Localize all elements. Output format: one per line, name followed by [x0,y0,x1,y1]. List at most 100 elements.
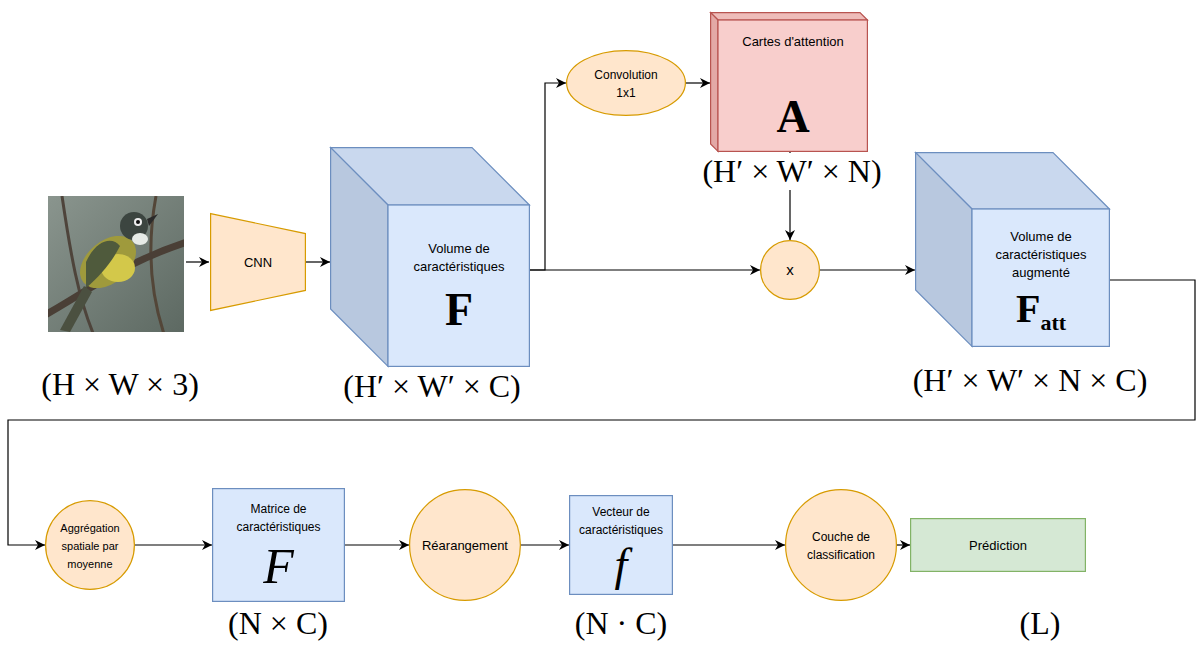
connector-layer [8,83,1195,545]
bird-eye-ring [134,218,142,226]
node-text: Matrice de caractéristiques [236,502,320,534]
ellipse-outline [410,490,521,601]
prediction-box: Prédiction [910,518,1086,572]
photo-background [48,196,184,332]
aggregation-circle: Aggrégation spatiale par moyenne [45,500,135,590]
node-text: F [445,284,473,335]
cube-front-face [972,209,1109,346]
node-outline [566,50,686,116]
classification-circle: Couche de classification [785,489,897,601]
photo-branch [48,238,184,318]
node-face: Vecteur de caractéristiques f [569,495,673,595]
text-line: CNN [244,253,272,271]
connector [686,82,710,83]
cube-side-face [331,148,388,367]
input-arrow [186,261,209,262]
text-line: Aggrégation spatiale par moyenne [56,518,124,572]
node-text: f [615,539,628,590]
node-face: Aggrégation spatiale par moyenne [52,511,128,579]
node-text: F [263,538,294,594]
node-text: Cartes d'attention [742,34,844,49]
bird-tail [60,286,92,332]
text-line: F [445,287,473,333]
text-line: Volume de caractéristiques augmenté [984,227,1098,282]
dimension-label: (N · C) [572,605,670,642]
feature-volume-cube: Volume de caractéristiquesF [330,147,530,367]
node-outline [330,147,530,367]
node-face: Prédiction [910,518,1086,572]
node-text: x [786,261,794,278]
dimension-label: (H′ × W′ × N) [699,153,884,190]
connector [530,83,566,270]
text-line: A [776,94,809,140]
attention-map-cube: Cartes d'attentionA [710,12,868,152]
ellipse-outline [761,241,820,300]
connector [673,544,785,545]
cube-side-face [711,13,718,152]
bird-photo [48,196,184,332]
connector [897,544,910,545]
node-face: Volume de caractéristiques augmentéFatt [972,209,1110,347]
ellipse-outline [567,51,686,116]
text-line: Fatt [1016,289,1066,329]
connector [306,261,330,262]
node-face: Convolution 1x1 [584,60,668,106]
node-outline [785,489,897,601]
node-text: Prédiction [969,538,1027,553]
text-line: Vecteur de caractéristiques [573,502,669,538]
node-face: Couche de classification [794,502,888,587]
node-text: Volume de caractéristiques [413,241,504,274]
node-text: A [776,91,809,142]
node-text: Convolution 1x1 [594,68,657,100]
ellipse-outline [786,490,897,601]
dimension-label: (N × C) [225,605,331,642]
text-line: Volume de caractéristiques [402,239,516,276]
text-line: Réarangement [422,536,508,554]
dimension-label: (L) [1017,605,1064,642]
rearrange-circle: Réarangement [409,489,521,601]
dimension-label: (H × W × 3) [38,366,202,403]
multiply-circle: x [760,240,820,300]
text-line: f [615,542,628,588]
text-line: Cartes d'attention [742,32,844,50]
connector [135,544,212,545]
node-text: Réarangement [422,538,508,553]
connector [820,269,915,270]
convolution-ellipse: Convolution 1x1 [566,50,686,116]
connector [521,544,569,545]
node-face: Volume de caractéristiquesF [388,205,530,367]
feature-vector-box: Vecteur de caractéristiques f [569,495,673,595]
connector [345,544,409,545]
connector [530,269,760,270]
node-text: Aggrégation spatiale par moyenne [60,522,119,570]
node-face: Matrice de caractéristiquesF [212,488,345,602]
node-text: CNN [244,255,272,270]
node-face: Réarangement [418,502,512,587]
bird-beak [147,214,158,226]
trapezoid-outline [211,214,306,311]
bird-wing [86,241,120,288]
node-text: Couche de classification [807,530,875,562]
ellipse-outline [46,501,135,590]
text-line: x [786,261,794,279]
cube-top-face [711,13,868,20]
text-line: Matrice de caractéristiques [222,499,335,535]
cube-front-face [388,205,529,366]
text-line: F [263,541,294,591]
node-text: att [1040,310,1066,335]
node-text: Vecteur de caractéristiques [579,505,663,537]
box-outline [570,496,673,595]
bird-throat [132,233,148,245]
bird-eye [136,220,140,224]
box-outline [911,519,1086,572]
node-text: F [1016,286,1040,331]
text-line: Couche de classification [798,527,884,563]
node-face: CNN [210,233,306,292]
cnn-trapezoid: CNN [210,213,306,311]
node-text: Volume de caractéristiques augmenté [995,229,1086,281]
cube-side-face [916,153,972,347]
feature-matrix-box: Matrice de caractéristiquesF [212,488,345,602]
connector [8,280,1195,545]
node-face: Cartes d'attentionA [718,20,868,152]
